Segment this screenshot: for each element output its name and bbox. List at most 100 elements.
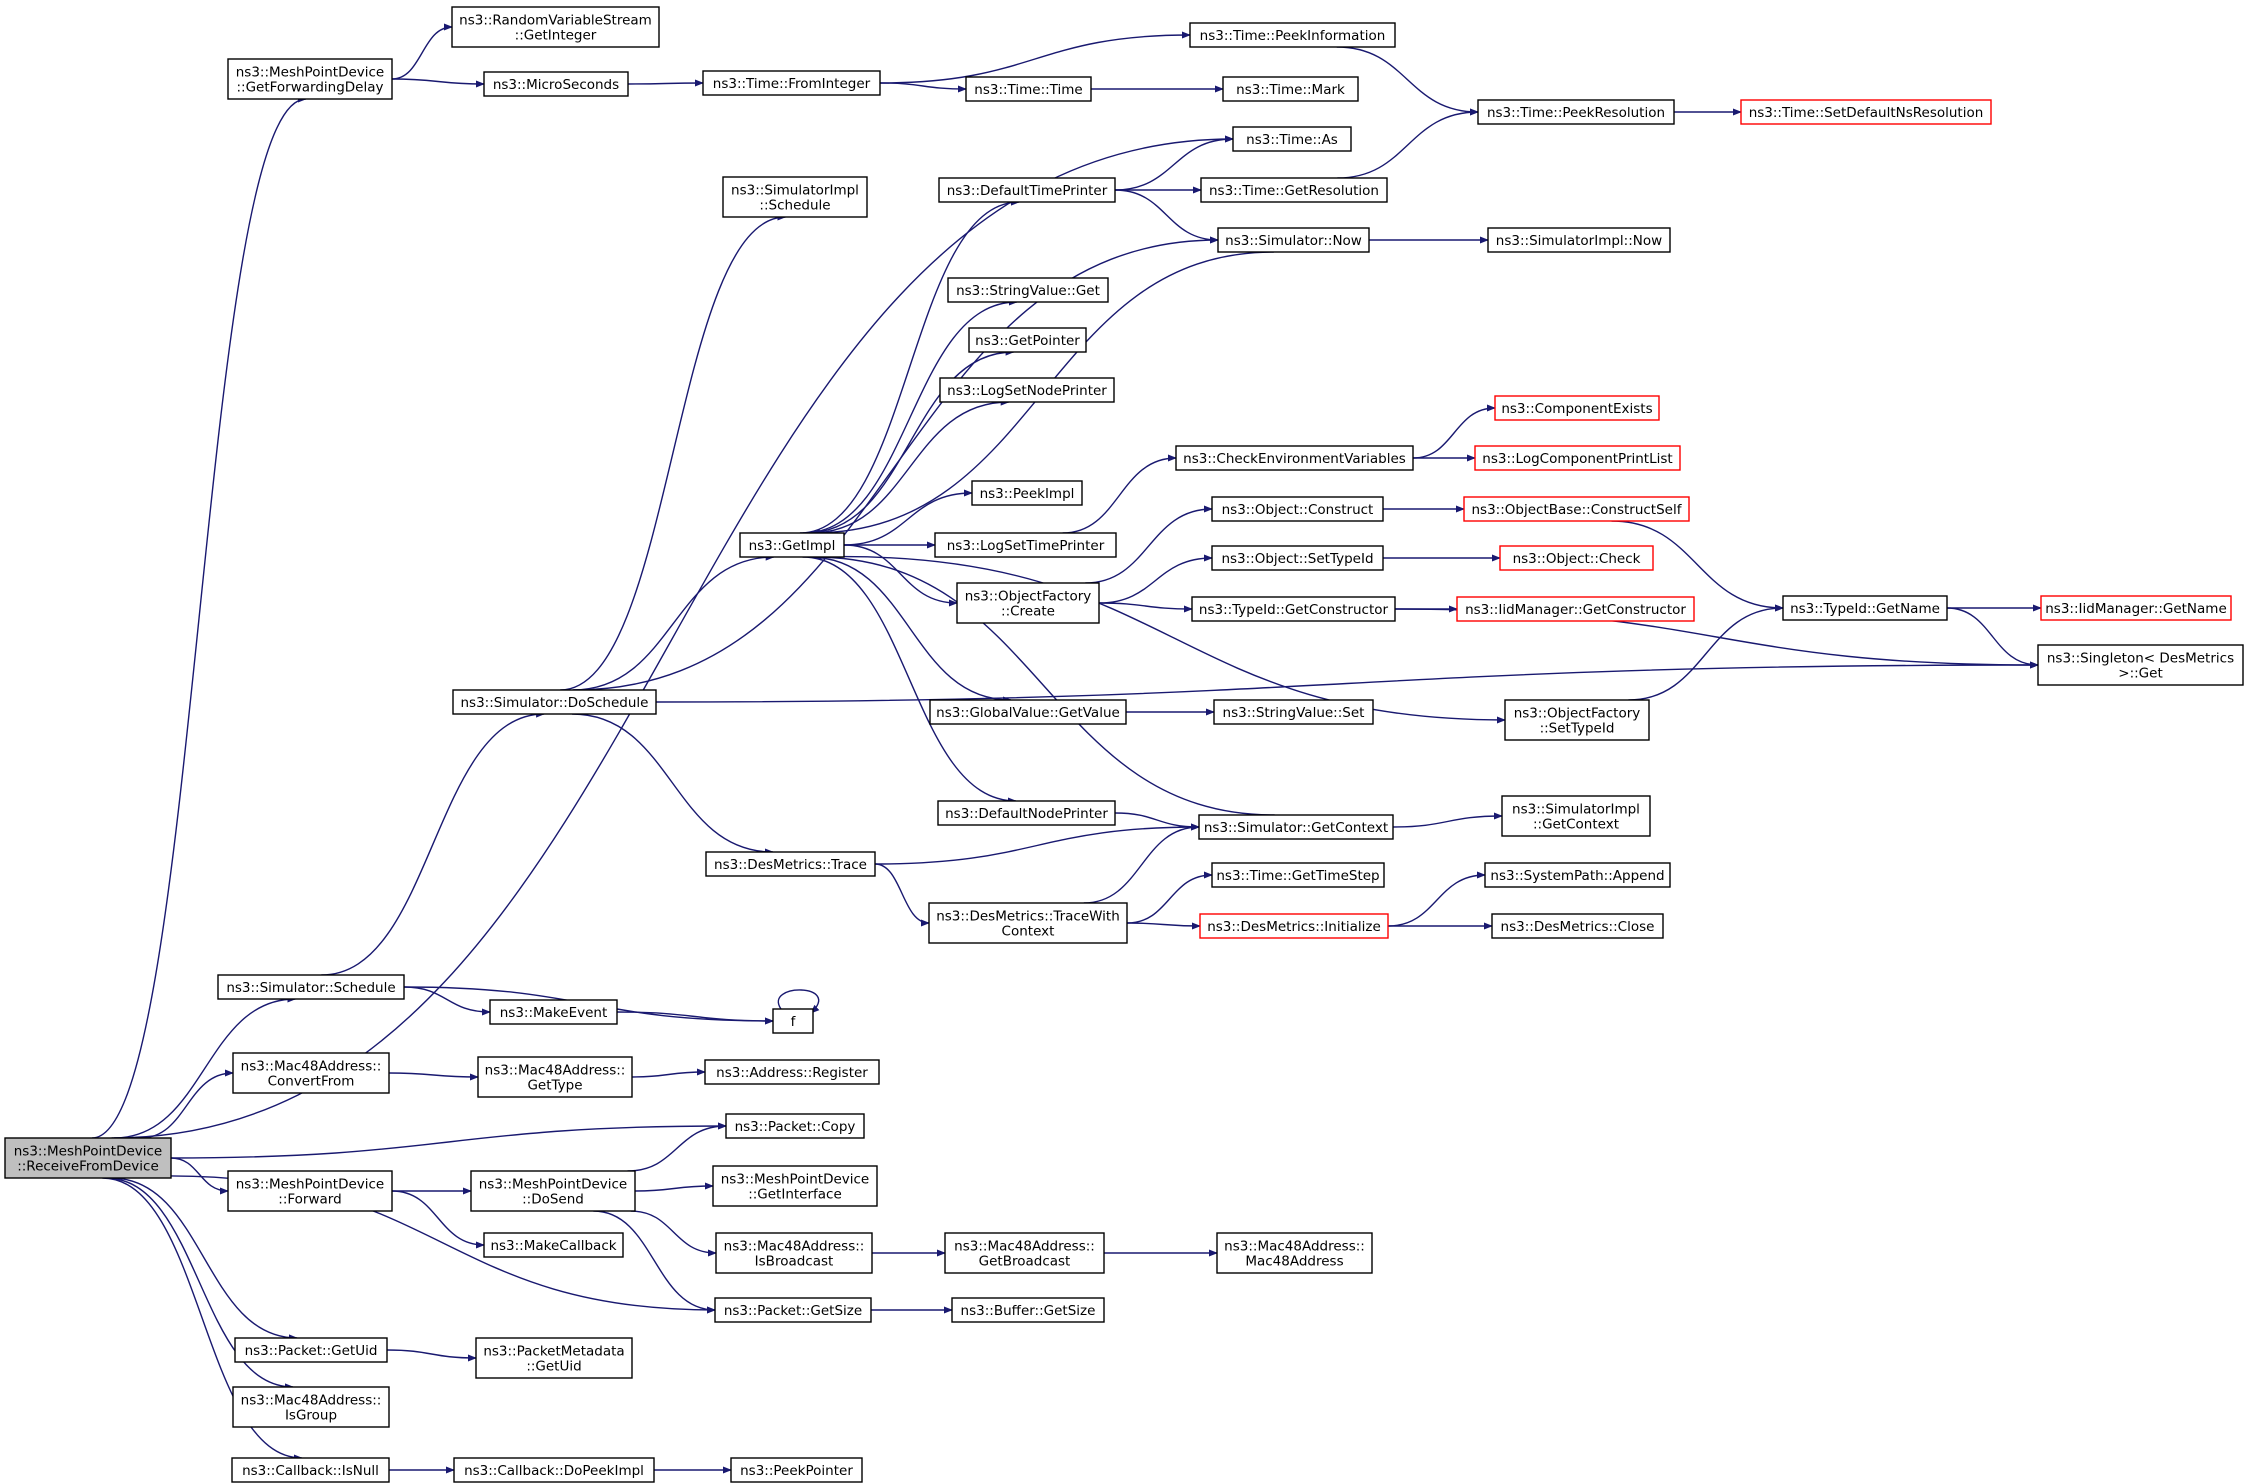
- node-makecallback[interactable]: ns3::MakeCallback: [483, 1232, 624, 1258]
- node-desminit[interactable]: ns3::DesMetrics::Initialize: [1199, 913, 1389, 939]
- edge-frominteger-to-timetime: [879, 82, 967, 93]
- node-objfactsettypeid[interactable]: ns3::ObjectFactory::SetTypeId: [1504, 699, 1650, 741]
- node-setdefres[interactable]: ns3::Time::SetDefaultNsResolution: [1740, 99, 1992, 125]
- edge-getimpl-to-strvalget: [803, 298, 1018, 534]
- node-objconstruct[interactable]: ns3::Object::Construct: [1211, 496, 1384, 522]
- node-simnow[interactable]: ns3::Simulator::Now: [1217, 227, 1370, 253]
- node-mpddosend[interactable]: ns3::MeshPointDevice::DoSend: [470, 1170, 636, 1212]
- node-desmclose[interactable]: ns3::DesMetrics::Close: [1491, 913, 1664, 939]
- node-box: [1782, 595, 1948, 621]
- node-box: [956, 582, 1100, 624]
- node-peekres[interactable]: ns3::Time::PeekResolution: [1477, 99, 1675, 125]
- node-simimplsched[interactable]: ns3::SimulatorImpl::Schedule: [722, 176, 868, 218]
- node-label: GetBroadcast: [979, 1254, 1071, 1270]
- node-makeevent[interactable]: ns3::MakeEvent: [489, 999, 618, 1025]
- node-strvalset[interactable]: ns3::StringValue::Set: [1213, 699, 1374, 725]
- node-cbdopeek[interactable]: ns3::Callback::DoPeekImpl: [453, 1457, 655, 1483]
- node-label: ns3::MeshPointDevice: [236, 1177, 385, 1193]
- node-label: ns3::ObjectBase::ConstructSelf: [1472, 502, 1683, 518]
- node-globalget[interactable]: ns3::GlobalValue::GetValue: [929, 699, 1127, 725]
- node-simschedule[interactable]: ns3::Simulator::Schedule: [217, 974, 405, 1000]
- node-label: ns3::Time::SetDefaultNsResolution: [1749, 105, 1984, 121]
- node-label: ns3::RandomVariableStream: [459, 13, 652, 29]
- node-strvalget[interactable]: ns3::StringValue::Get: [947, 277, 1109, 303]
- edge-simgetctx-to-getimpl: [812, 553, 1275, 816]
- node-getbroadcast[interactable]: ns3::Mac48Address::GetBroadcast: [944, 1232, 1105, 1274]
- node-box: [722, 176, 868, 218]
- node-deftimeprinter[interactable]: ns3::DefaultTimePrinter: [938, 177, 1116, 203]
- node-getimpl[interactable]: ns3::GetImpl: [739, 532, 845, 558]
- node-mpdforward[interactable]: ns3::MeshPointDevice::Forward: [227, 1170, 393, 1212]
- node-rvsgetint[interactable]: ns3::RandomVariableStream::GetInteger: [451, 6, 660, 48]
- node-gettimestep[interactable]: ns3::Time::GetTimeStep: [1211, 862, 1385, 888]
- node-label: ns3::IidManager::GetName: [2045, 601, 2227, 617]
- node-bufgetsize[interactable]: ns3::Buffer::GetSize: [951, 1297, 1105, 1323]
- node-box: [231, 1457, 390, 1483]
- node-box: [739, 532, 845, 558]
- node-simgetctx[interactable]: ns3::Simulator::GetContext: [1198, 814, 1394, 840]
- node-micro[interactable]: ns3::MicroSeconds: [483, 71, 629, 97]
- node-iidgetctor[interactable]: ns3::IidManager::GetConstructor: [1456, 596, 1695, 622]
- node-isbroadcast[interactable]: ns3::Mac48Address::IsBroadcast: [715, 1232, 873, 1274]
- edge-simschedule-to-makeevent: [403, 986, 491, 1016]
- node-label: ::GetInteger: [515, 28, 597, 44]
- node-label: ns3::Mac48Address::: [241, 1393, 382, 1409]
- node-simimplnow[interactable]: ns3::SimulatorImpl::Now: [1487, 227, 1671, 253]
- node-syspathappend[interactable]: ns3::SystemPath::Append: [1484, 862, 1671, 888]
- edge-objfactcreate-to-objconstruct: [1085, 505, 1213, 584]
- node-peekinfo[interactable]: ns3::Time::PeekInformation: [1189, 22, 1396, 48]
- node-timeas[interactable]: ns3::Time::As: [1232, 126, 1352, 152]
- node-box: [944, 1232, 1105, 1274]
- node-logcompprint[interactable]: ns3::LogComponentPrintList: [1474, 445, 1681, 471]
- node-singleton[interactable]: ns3::Singleton< DesMetrics >::Get: [2037, 644, 2244, 686]
- node-peekpointer[interactable]: ns3::PeekPointer: [730, 1457, 863, 1483]
- node-mpdgetiface[interactable]: ns3::MeshPointDevice::GetInterface: [712, 1165, 878, 1207]
- node-isgroup[interactable]: ns3::Mac48Address::IsGroup: [232, 1386, 390, 1428]
- node-typeidgetctor[interactable]: ns3::TypeId::GetConstructor: [1191, 596, 1396, 622]
- node-getres[interactable]: ns3::Time::GetResolution: [1200, 177, 1388, 203]
- node-mark[interactable]: ns3::Time::Mark: [1222, 76, 1359, 102]
- node-dosched[interactable]: ns3::Simulator::DoSchedule: [452, 689, 657, 715]
- node-getpointer[interactable]: ns3::GetPointer: [968, 327, 1087, 353]
- node-logsetnode[interactable]: ns3::LogSetNodePrinter: [939, 377, 1115, 403]
- node-objfactcreate[interactable]: ns3::ObjectFactory::Create: [956, 582, 1100, 624]
- node-simimplgetctx[interactable]: ns3::SimulatorImpl::GetContext: [1501, 795, 1651, 837]
- node-box: [1211, 496, 1384, 522]
- node-cbisnull[interactable]: ns3::Callback::IsNull: [231, 1457, 390, 1483]
- node-frominteger[interactable]: ns3::Time::FromInteger: [702, 70, 881, 96]
- node-pktcopy[interactable]: ns3::Packet::Copy: [725, 1113, 865, 1139]
- node-label: GetType: [527, 1078, 582, 1094]
- node-label: ns3::Object::SetTypeId: [1221, 551, 1373, 567]
- node-convfrom[interactable]: ns3::Mac48Address::ConvertFrom: [232, 1052, 390, 1094]
- node-addrregister[interactable]: ns3::Address::Register: [704, 1059, 880, 1085]
- node-root[interactable]: ns3::MeshPointDevice::ReceiveFromDevice: [4, 1137, 172, 1179]
- node-label: ns3::GlobalValue::GetValue: [936, 705, 1120, 721]
- node-desmtrace[interactable]: ns3::DesMetrics::Trace: [705, 851, 876, 877]
- node-mac48ctor[interactable]: ns3::Mac48Address::Mac48Address: [1216, 1232, 1373, 1274]
- node-logsettime[interactable]: ns3::LogSetTimePrinter: [934, 532, 1117, 558]
- edge-mpddosend-to-pktgetsize: [593, 1210, 716, 1314]
- node-objcheck[interactable]: ns3::Object::Check: [1499, 545, 1654, 571]
- node-objsettypeid[interactable]: ns3::Object::SetTypeId: [1211, 545, 1384, 571]
- node-compexists[interactable]: ns3::ComponentExists: [1494, 395, 1660, 421]
- node-getfwd[interactable]: ns3::MeshPointDevice::GetForwardingDelay: [227, 58, 393, 100]
- node-iidgetname[interactable]: ns3::IidManager::GetName: [2040, 595, 2232, 621]
- node-pktmetagetuid[interactable]: ns3::PacketMetadata::GetUid: [475, 1337, 633, 1379]
- node-typeidgetname[interactable]: ns3::TypeId::GetName: [1782, 595, 1948, 621]
- node-f[interactable]: f: [772, 1008, 814, 1034]
- node-label: ns3::GetImpl: [749, 538, 836, 554]
- node-box: [227, 58, 393, 100]
- node-timetime[interactable]: ns3::Time::Time: [965, 76, 1092, 102]
- node-box: [2040, 595, 2232, 621]
- node-label: ns3::Singleton< DesMetrics: [2047, 651, 2234, 667]
- node-pktgetuid[interactable]: ns3::Packet::GetUid: [234, 1337, 388, 1363]
- node-checkenv[interactable]: ns3::CheckEnvironmentVariables: [1175, 445, 1414, 471]
- node-peekimpl[interactable]: ns3::PeekImpl: [971, 480, 1083, 506]
- node-mac48gettype[interactable]: ns3::Mac48Address::GetType: [477, 1056, 633, 1098]
- node-box: [714, 1297, 872, 1323]
- node-defnodeprinter[interactable]: ns3::DefaultNodePrinter: [937, 800, 1116, 826]
- node-pktgetsize[interactable]: ns3::Packet::GetSize: [714, 1297, 872, 1323]
- node-label: ns3::DefaultNodePrinter: [945, 806, 1108, 822]
- node-objbaseconstruct[interactable]: ns3::ObjectBase::ConstructSelf: [1463, 496, 1690, 522]
